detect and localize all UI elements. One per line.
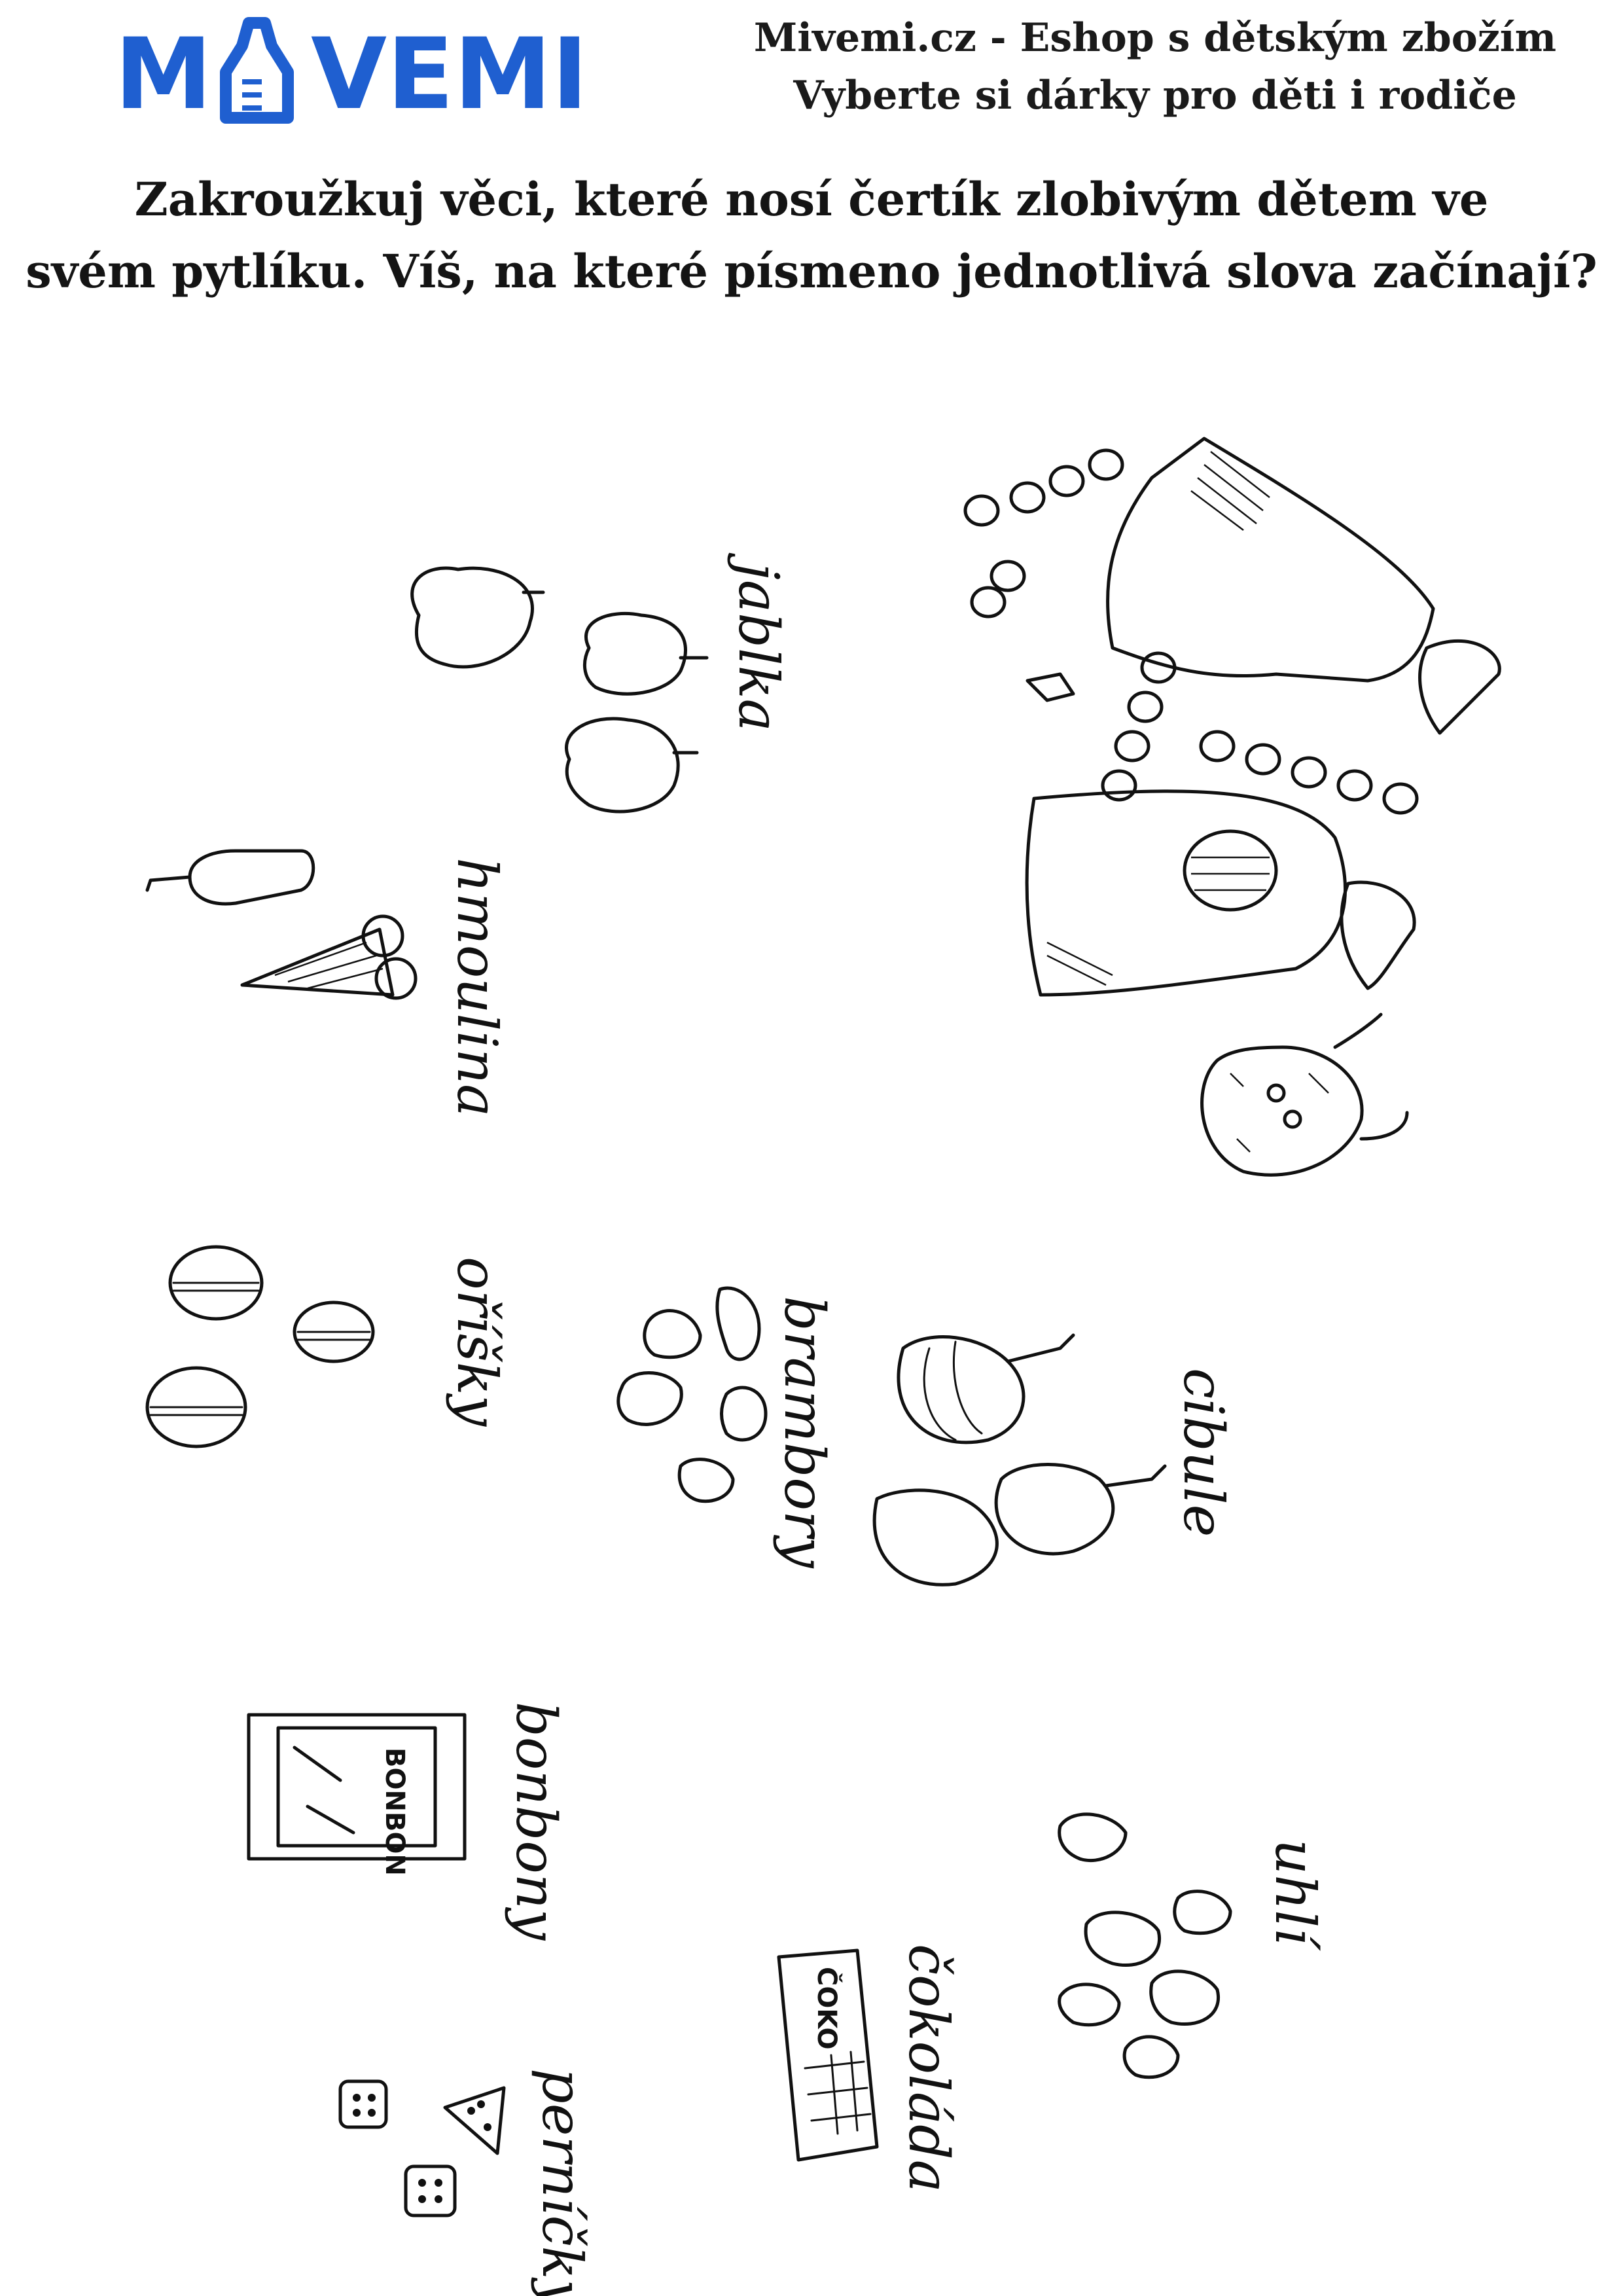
- svg-text:M: M: [115, 18, 212, 131]
- shop-subtitle: Vyberte si dárky pro děti i rodiče: [793, 73, 1517, 118]
- label-pernicky: perníčky: [530, 2068, 594, 2296]
- svg-text:VEMI: VEMI: [311, 18, 588, 131]
- task-line-2: svém pytlíku. Víš, na které písmeno jedn…: [26, 244, 1597, 298]
- potato-icon: [616, 1286, 768, 1503]
- label-hmoulina: hmoulina: [445, 857, 509, 1117]
- chain-icon: [963, 448, 1419, 815]
- onion-icon: [872, 1333, 1167, 1587]
- illustration-area: jablka hmoulina: [145, 437, 1501, 2296]
- mavemi-logo: M VEMI: [115, 17, 588, 131]
- apple-icon: [410, 566, 709, 814]
- candy-box-icon: BONBON: [247, 1713, 467, 1876]
- sausage-icon: [145, 849, 315, 906]
- label-bonbony: bonbony: [504, 1702, 568, 1941]
- choco-label: ČOKO: [812, 1967, 843, 2050]
- ice-cream-icon: [240, 914, 418, 1000]
- bonbon-label: BONBON: [380, 1748, 410, 1876]
- shop-tagline: Mivemi.cz - Eshop s dětským zbožím: [753, 15, 1557, 61]
- coal-icon: [1058, 1812, 1232, 2079]
- label-cokolada: čokoláda: [897, 1944, 961, 2193]
- devil-icon: [1200, 1013, 1409, 1177]
- sack-icon: [1025, 437, 1501, 997]
- baby-bottle-icon: [220, 17, 294, 124]
- label-jablka: jablka: [726, 552, 791, 732]
- label-brambory: brambory: [772, 1296, 836, 1569]
- walnut-icon: [145, 1245, 375, 1448]
- shop-info: Mivemi.cz - Eshop s dětským zbožím Vyber…: [753, 9, 1558, 124]
- label-oricky: oříšky: [445, 1257, 509, 1427]
- label-uhli: uhlí: [1263, 1839, 1327, 1951]
- label-cibule: cibule: [1171, 1368, 1236, 1537]
- chocolate-icon: ČOKO: [777, 1948, 879, 2162]
- gingerbread-icon: [338, 2079, 506, 2217]
- task-line-1: Zakroužkuj věci, které nosí čertík zlobi…: [134, 172, 1489, 226]
- task-instructions: Zakroužkuj věci, které nosí čertík zlobi…: [20, 164, 1603, 308]
